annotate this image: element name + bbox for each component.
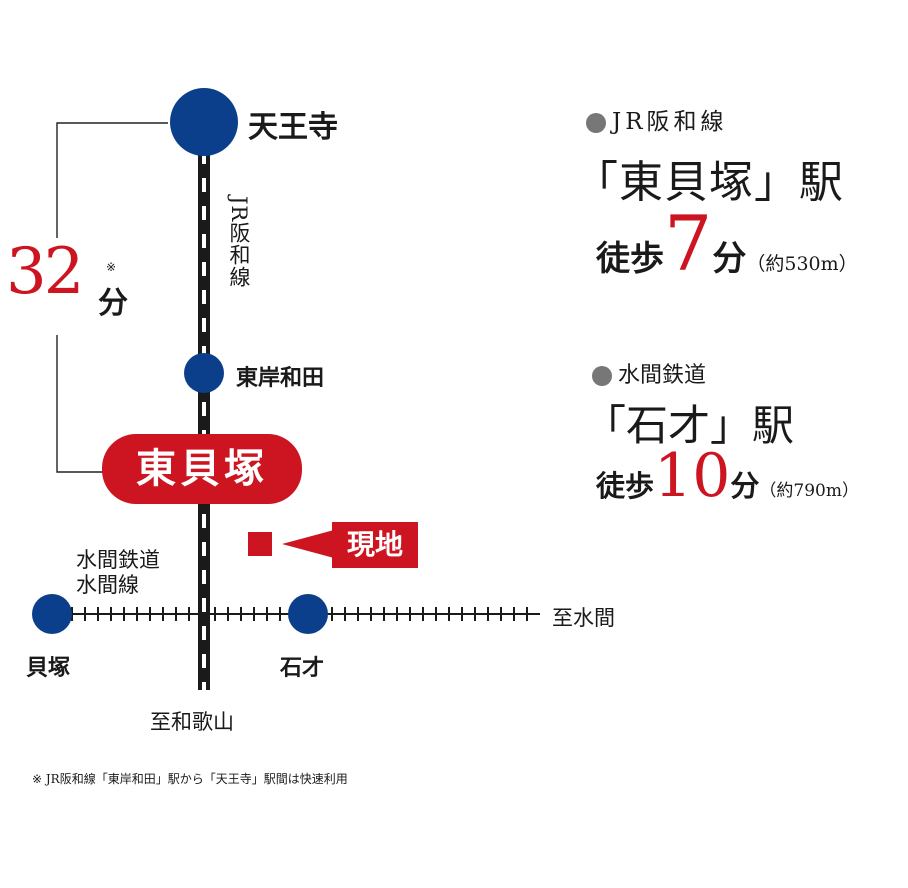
station-marker-tennoji bbox=[170, 88, 238, 156]
access-walk-jr: 徒歩7分（約530m） bbox=[596, 199, 858, 288]
site-marker bbox=[248, 532, 272, 556]
footnote: ※ JR阪和線「東岸和田」駅から「天王寺」駅間は快速利用 bbox=[32, 772, 348, 786]
jr-hanwa-line-label: JR阪和線 bbox=[227, 196, 251, 289]
access-line-jr: JR阪和線 bbox=[586, 102, 728, 136]
direction-to-wakayama: 至和歌山 bbox=[150, 710, 234, 734]
station-marker-ishisai bbox=[288, 594, 328, 634]
access-station-ishisai: 「石才」駅 bbox=[584, 401, 795, 450]
station-label-ishisai: 石才 bbox=[280, 655, 325, 681]
jr-hanwa-line bbox=[198, 150, 210, 690]
station-marker-higashi-kishiwada bbox=[184, 353, 224, 393]
bullet-icon bbox=[592, 366, 612, 386]
mizuma-line-label: 水間鉄道 水間線 bbox=[76, 548, 160, 597]
station-marker-kaizuka bbox=[32, 594, 72, 634]
travel-time-bracket-lower bbox=[56, 335, 110, 473]
station-label-higashi-kaizuka: 東貝塚 bbox=[102, 434, 302, 504]
travel-time-unit: 分 bbox=[98, 286, 128, 321]
travel-time-bracket bbox=[56, 122, 168, 238]
station-label-kaizuka: 貝塚 bbox=[26, 655, 71, 681]
site-label: 現地 bbox=[332, 522, 418, 568]
station-label-tennoji: 天王寺 bbox=[248, 110, 338, 145]
bullet-icon bbox=[586, 113, 606, 133]
access-station-higashi-kaizuka: 「東貝塚」駅 bbox=[574, 157, 844, 208]
access-walk-mizuma: 徒歩10分（約790m） bbox=[596, 441, 859, 511]
site-pointer bbox=[282, 530, 334, 558]
access-line-mizuma: 水間鉄道 bbox=[592, 357, 706, 389]
direction-to-mizuma: 至水間 bbox=[552, 606, 615, 630]
travel-time-value: 32 bbox=[6, 235, 84, 309]
travel-time-note-mark: ※ bbox=[106, 260, 117, 274]
station-label-higashi-kishiwada: 東岸和田 bbox=[236, 365, 325, 391]
